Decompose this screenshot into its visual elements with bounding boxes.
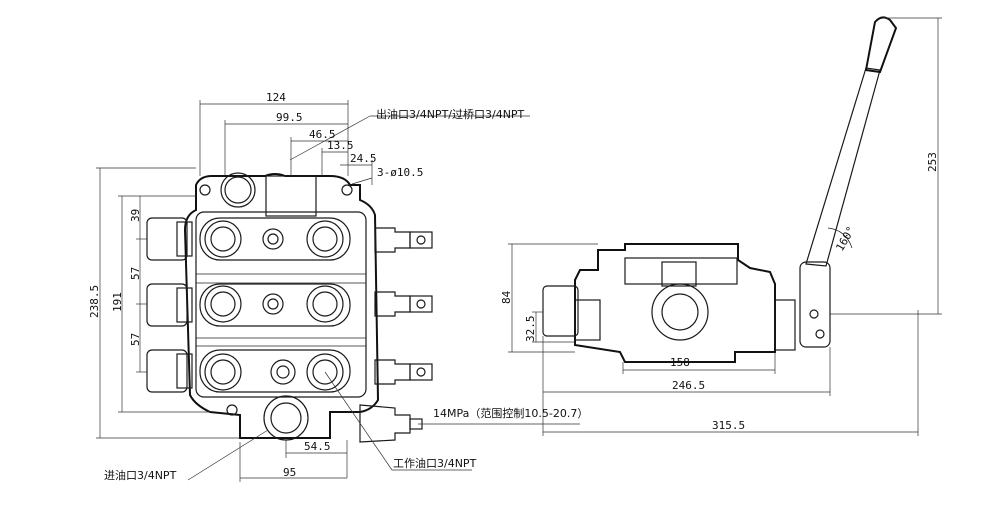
side-body-outline — [574, 243, 776, 363]
dim-246-5: 246.5 — [672, 379, 705, 392]
inlet-port — [270, 402, 302, 434]
dim-124: 124 — [266, 91, 286, 104]
side-view — [508, 16, 942, 436]
dim-253: 253 — [926, 152, 939, 172]
side-spool-cap — [542, 285, 579, 337]
handle-clevis — [799, 261, 831, 348]
row-3 — [199, 349, 351, 393]
front-view — [96, 100, 580, 482]
label-pressure: 14MPa（范围控制10.5-20.7） — [433, 406, 588, 420]
label-work-port: 工作油口3/4NPT — [393, 456, 477, 470]
row-2 — [199, 283, 351, 327]
mount-hole-right — [341, 184, 353, 196]
front-dimensions — [96, 100, 580, 482]
dim-84: 84 — [500, 290, 513, 304]
side-port-boss — [651, 283, 709, 341]
valve-inner-frame — [195, 211, 367, 398]
dim-24-5: 24.5 — [350, 152, 377, 165]
label-outlet: 出油口3/4NPT/过桥口3/4NPT — [376, 107, 525, 121]
valve-body-outline — [183, 173, 380, 439]
dim-315-5: 315.5 — [712, 419, 745, 432]
dim-54-5: 54.5 — [304, 440, 331, 453]
pivot-pin-1 — [809, 309, 819, 319]
label-inlet: 进油口3/4NPT — [104, 468, 177, 482]
dim-191: 191 — [111, 292, 124, 312]
dim-holes: 3-ø10.5 — [377, 166, 423, 179]
mount-hole-left — [199, 184, 211, 196]
outlet-port — [224, 176, 252, 204]
dim-238-5: 238.5 — [88, 285, 101, 318]
right-handle-connectors — [374, 227, 433, 385]
handle-bracket — [774, 299, 796, 351]
pivot-pin-2 — [815, 329, 825, 339]
dim-95: 95 — [283, 466, 296, 479]
dim-angle: 160° — [833, 224, 858, 253]
dim-39: 39 — [129, 209, 142, 222]
dim-32-5: 32.5 — [524, 316, 537, 343]
text-labels: 124 99.5 46.5 13.5 24.5 3-ø10.5 出油口3/4NP… — [88, 91, 939, 482]
row-1 — [199, 217, 351, 261]
dim-13-5: 13.5 — [327, 139, 354, 152]
dim-57-a: 57 — [129, 267, 142, 280]
dim-57-b: 57 — [129, 333, 142, 346]
bridge-port-boss — [265, 175, 317, 217]
side-top-port — [661, 261, 697, 287]
side-dimensions — [508, 17, 942, 436]
dim-46-5: 46.5 — [309, 128, 336, 141]
mount-hole-bottom — [226, 404, 238, 416]
dim-158: 158 — [670, 356, 690, 369]
left-spool-caps — [146, 217, 193, 393]
angle-arc — [827, 227, 853, 249]
side-spool-neck — [574, 299, 601, 341]
outlet-port-boss — [220, 172, 256, 208]
dim-99-5: 99.5 — [276, 111, 303, 124]
side-port — [661, 293, 699, 331]
handle-grip — [864, 16, 898, 74]
